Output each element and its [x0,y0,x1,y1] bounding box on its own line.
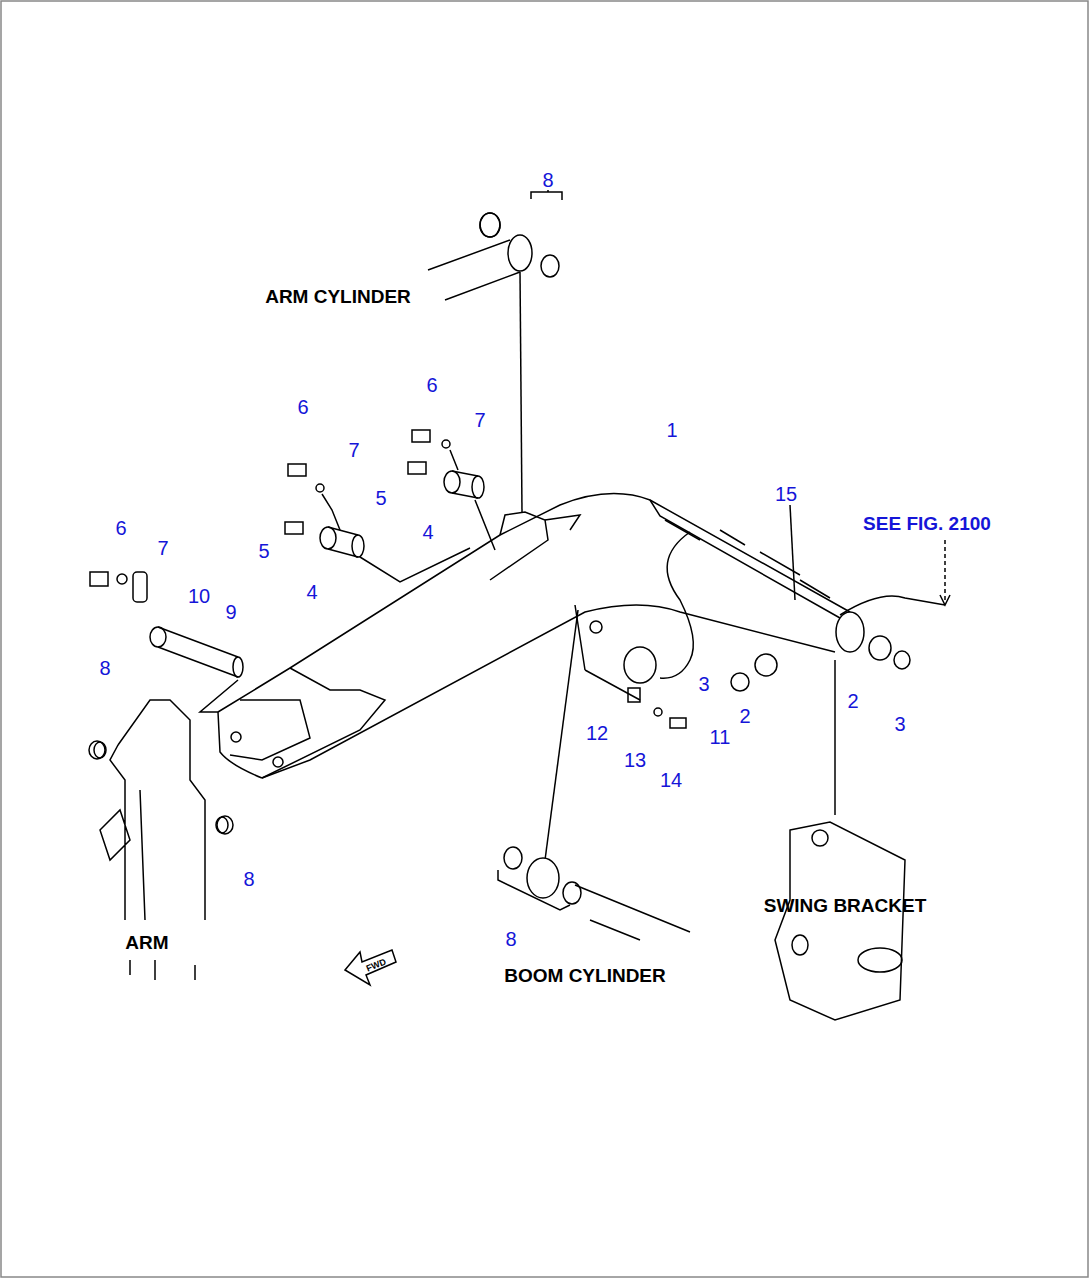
callout-number: 7 [348,440,359,460]
callout-number: 12 [586,723,608,743]
part-name: SWING BRACKET [764,896,927,915]
callout-number: 8 [99,658,110,678]
callout-number: 8 [542,170,553,190]
pins-and-bolts [90,430,495,712]
part-name: BOOM CYLINDER [504,966,666,985]
callout-number: 8 [505,929,516,949]
boom-body [218,494,864,778]
callout-number: 4 [306,582,317,602]
callout-number: 4 [422,522,433,542]
fwd-arrow [345,950,396,985]
callout-number: 5 [258,541,269,561]
callout-number: 11 [710,727,731,747]
callout-number: 8 [243,869,254,889]
figure-reference: SEE FIG. 2100 [863,514,991,533]
arm-cylinder [428,190,562,512]
bushings-and-cover [575,605,910,728]
part-name: ARM [125,933,168,952]
callout-number: 6 [426,375,437,395]
callout-number: 13 [624,750,646,770]
callout-number: 6 [115,518,126,538]
callout-number: 2 [847,691,858,711]
callout-number: 5 [375,488,386,508]
swing-bracket [775,660,905,1020]
arm [94,700,228,980]
washers [89,213,500,834]
part-name: ARM CYLINDER [265,287,411,306]
callout-number: 2 [739,706,750,726]
callout-number: 15 [775,484,797,504]
callout-number: 14 [660,770,682,790]
callout-number: 3 [894,714,905,734]
callout-number: 7 [157,538,168,558]
boom-cylinder [498,610,690,940]
callout-number: 1 [666,420,677,440]
callout-number: 6 [297,397,308,417]
callout-number: 9 [225,602,236,622]
callout-number: 3 [698,674,709,694]
callout-number: 7 [474,410,485,430]
callout-number: 10 [188,586,210,606]
